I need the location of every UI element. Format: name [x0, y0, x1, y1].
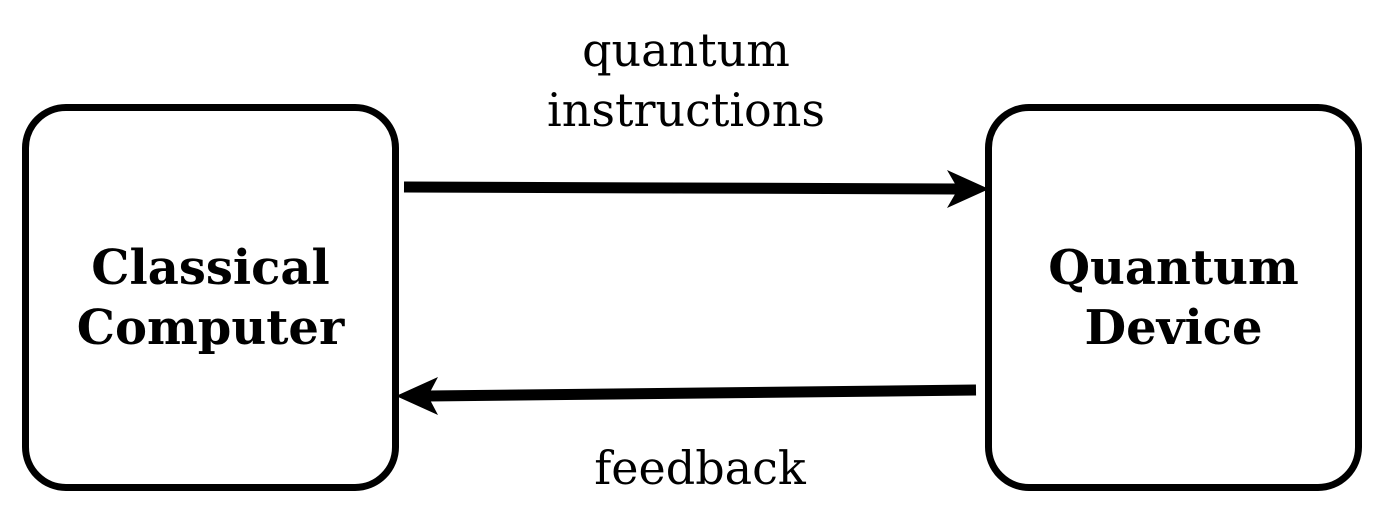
- quantum-device-label-line1: Quantum: [1048, 239, 1299, 296]
- quantum-device-label-line2: Device: [1084, 299, 1263, 356]
- quantum-instructions-label-line1: quantum: [582, 23, 790, 77]
- instructions-arrow: [403, 170, 989, 208]
- classical-computer-label-line1: Classical: [91, 239, 330, 296]
- feedback-arrow-head: [396, 377, 438, 415]
- feedback-arrow: [396, 377, 977, 415]
- quantum-device-box: Quantum Device: [985, 104, 1362, 491]
- feedback-arrow-shaft: [427, 384, 977, 402]
- classical-computer-label-line2: Computer: [76, 299, 345, 356]
- classical-computer-box: Classical Computer: [22, 104, 399, 491]
- quantum-instructions-label: quantum instructions: [486, 20, 886, 140]
- instructions-arrow-head: [947, 170, 989, 208]
- feedback-label: feedback: [594, 441, 806, 495]
- quantum-instructions-label-line2: instructions: [547, 83, 825, 137]
- instructions-arrow-shaft: [403, 181, 959, 195]
